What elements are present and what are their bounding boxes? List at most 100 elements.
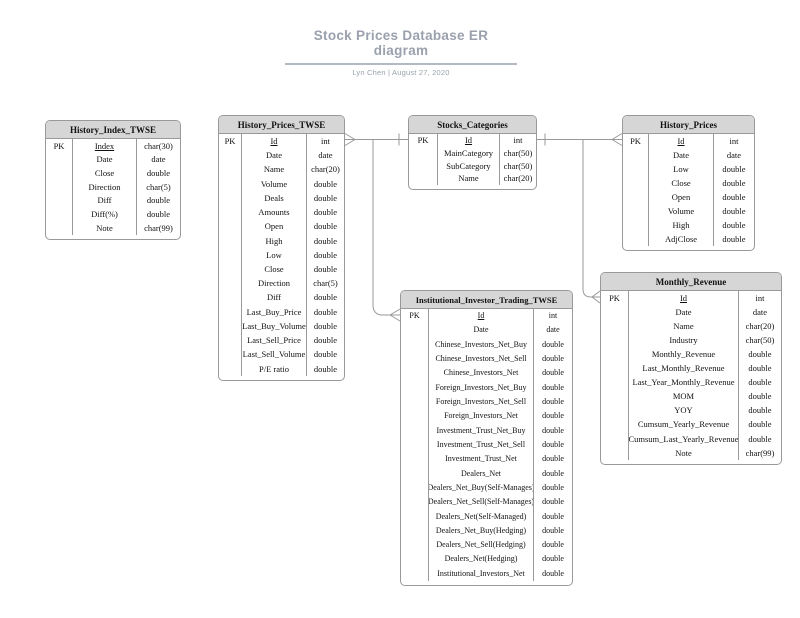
pk-cell [219,219,241,233]
pk-cell [401,495,428,509]
field-type: double [313,249,338,260]
field-name: Dealers_Net(Self-Managed) [435,511,527,521]
field-name: Foreign_Investors_Net [444,411,518,421]
field-name: P/E ratio [259,363,289,374]
field-type: double [313,221,338,232]
field-type: double [146,195,171,206]
field-type: double [313,207,338,218]
field-name: Chinese_Investors_Net_Buy [435,339,527,349]
field-type: int [548,311,558,321]
field-name: Industry [669,335,698,346]
pk-cell [219,291,241,305]
field-type: char(5) [146,181,171,192]
field-type: double [748,349,772,360]
pk-cell [46,180,72,194]
field-type: char(50) [503,147,533,158]
field-name: Last_Year_Monthly_Revenue [632,377,735,388]
relationship-line-categories-history-prices [537,133,623,146]
column-divider [648,134,649,246]
field-name: Close [94,168,115,179]
field-name: Note [675,447,692,458]
pk-cell [219,162,241,176]
field-name: Low [266,249,282,260]
field-name: Close [671,177,691,188]
pk-cell [623,148,648,162]
field-name: YOY [674,405,693,416]
relationship-line-categories-institutional [372,139,401,322]
field-name: Dealers_Net_Sell(Self-Manages) [428,497,534,507]
pk-cell [401,409,428,423]
table-row: Dealers_Net_Buy(Self-Manages)double [401,481,572,495]
pk-cell [219,348,241,362]
field-name: Date [473,325,489,335]
field-type: double [313,192,338,203]
field-type: double [313,349,338,360]
pk-cell [219,362,241,376]
field-name: Name [673,320,694,331]
field-type: double [542,339,564,349]
column-divider [241,134,242,376]
field-name: Note [96,222,113,233]
pk-cell [46,166,72,180]
field-name: Cumsum_Last_Yearly_Revenue [628,433,739,444]
field-name: MainCategory [443,147,494,158]
pk-cell [623,162,648,176]
field-name: Chinese_Investors_Net [443,368,519,378]
pk-cell [601,375,628,389]
pk-cell [601,361,628,375]
field-name: High [672,219,690,230]
crow-foot-many [611,133,623,146]
pk-cell [601,347,628,361]
field-type: double [542,468,564,478]
pk-cell [46,208,72,222]
pk-cell [401,567,428,581]
field-name: Date [96,154,113,165]
field-name: Last_Sell_Price [247,335,301,346]
table-row: Note char(99) [46,221,180,235]
pk-cell [601,390,628,404]
pk-cell [401,366,428,380]
pk-cell [219,333,241,347]
column-divider [738,291,739,460]
field-name: SubCategory [446,160,491,171]
field-name: Index [94,140,115,151]
pk-cell [401,466,428,480]
field-type: double [542,411,564,421]
pk-cell [601,446,628,460]
pk-cell [401,538,428,552]
pk-cell [401,381,428,395]
pk-cell [219,305,241,319]
pk-cell [219,148,241,162]
field-name: Dealers_Net(Hedging) [444,554,518,564]
field-name: Last_Buy_Price [246,306,302,317]
field-type: double [542,568,564,578]
field-type: char(99) [144,222,173,233]
pk-cell [401,524,428,538]
pk-cell [219,276,241,290]
field-name: AdjClose [664,233,698,244]
